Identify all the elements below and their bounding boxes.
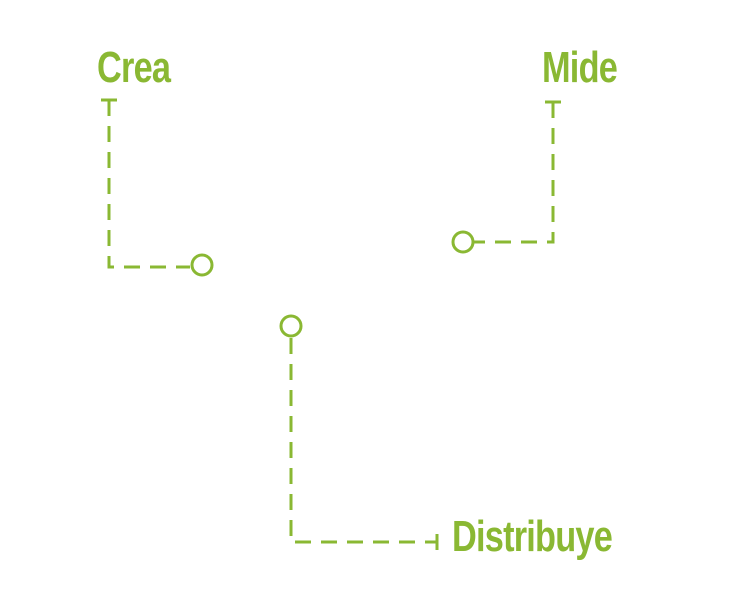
distribuye-node xyxy=(279,314,303,338)
label-mide: Mide xyxy=(542,43,618,92)
mide-connector xyxy=(451,100,561,254)
distribuye-connector xyxy=(279,314,439,550)
mide-node xyxy=(451,230,475,254)
mide-connector-path xyxy=(474,102,555,244)
distribuye-connector-path xyxy=(289,338,437,544)
label-crea: Crea xyxy=(97,43,171,92)
crea-node xyxy=(190,253,214,277)
crea-connector xyxy=(101,98,214,277)
label-distribuye: Distribuye xyxy=(452,512,613,561)
crea-connector-path xyxy=(107,100,190,269)
